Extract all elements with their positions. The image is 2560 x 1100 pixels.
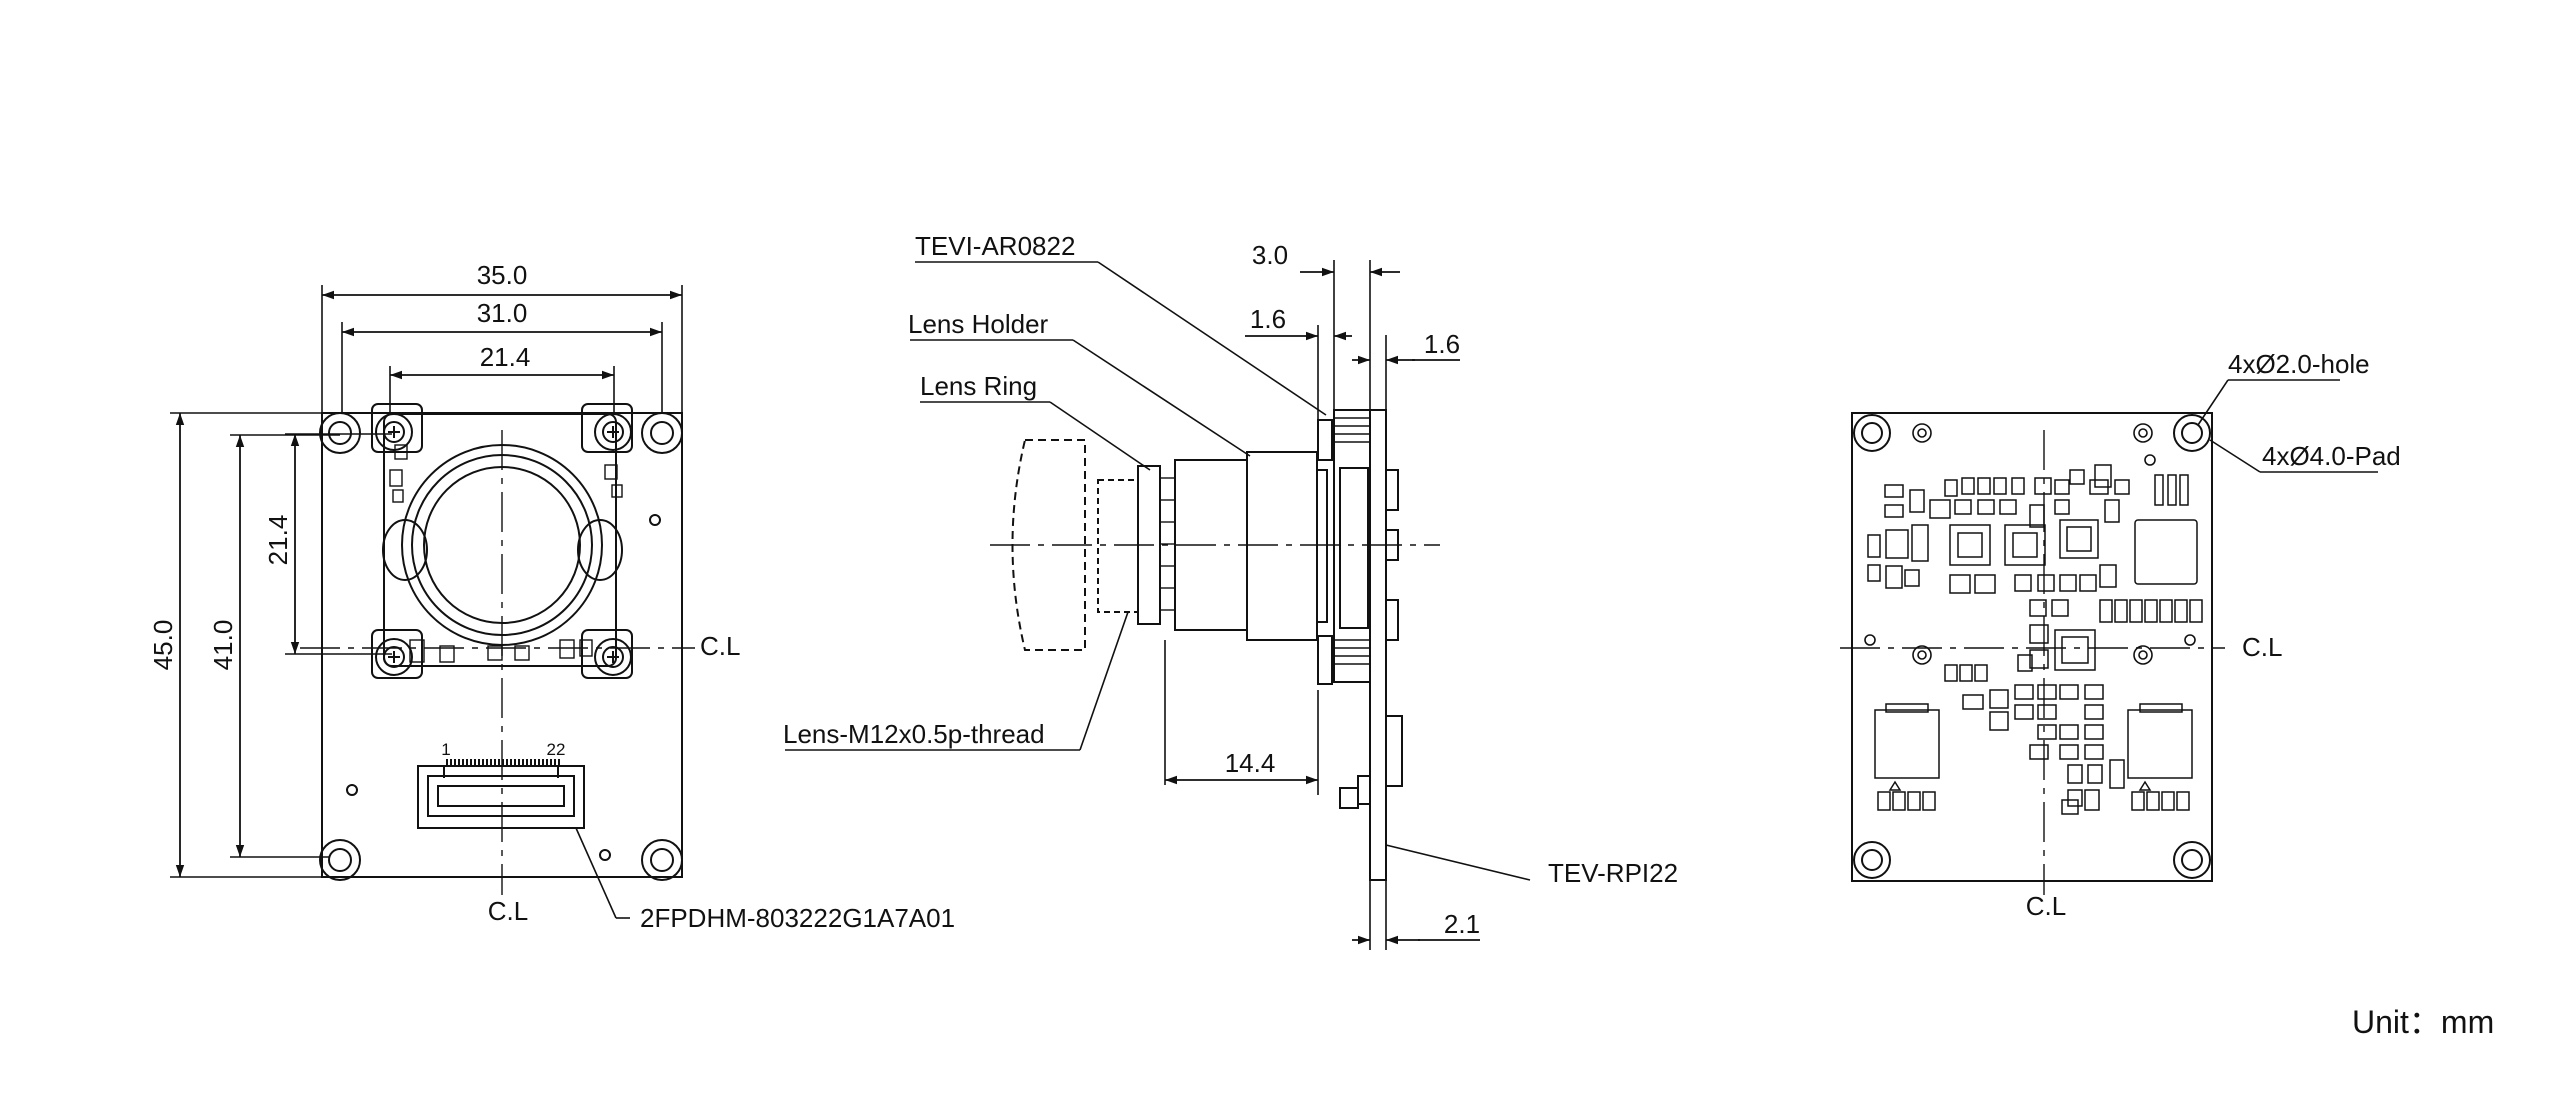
back-cl-vertical: C.L [2026,891,2066,921]
label-pads: 4xØ4.0-Pad [2262,441,2401,471]
label-sensor: TEVI-AR0822 [915,231,1075,261]
dim-height-inner: 21.4 [263,515,293,566]
side-view-labels: TEVI-AR0822 Lens Holder Lens Ring Lens-M… [783,231,1678,939]
side-adapter-board [1369,409,1387,881]
front-dimension-lines [175,290,682,877]
label-lens-holder: Lens Holder [908,309,1049,339]
label-holes: 4xØ2.0-hole [2228,349,2370,379]
front-screws [375,413,632,676]
side-lens-holder [1246,451,1318,641]
dim-width-outer: 35.0 [477,260,528,290]
back-cl-horizontal: C.L [2242,632,2282,662]
connector-part-number: 2FPDHM-803222G1A7A01 [640,903,955,933]
back-leaders [2197,379,2378,473]
side-extension-lines [1164,260,1387,950]
dim-width-inner: 21.4 [480,342,531,372]
back-board-outline [1851,412,2213,882]
dim-top-right: 1.6 [1424,329,1460,359]
dim-bottom-board: 2.1 [1444,909,1480,939]
dim-top-total: 3.0 [1252,240,1288,270]
front-view [170,285,695,919]
label-lens-thread: Lens-M12x0.5p-thread [783,719,1045,749]
label-adapter-board: TEV-RPI22 [1548,858,1678,888]
front-centerlines [300,430,695,895]
dim-height-holes: 41.0 [208,620,238,671]
front-lens-outer [401,444,603,646]
back-view [1840,379,2378,895]
back-mount-holes [1853,414,2211,879]
connector-leader [575,827,617,919]
dim-height-outer: 45.0 [148,620,178,671]
label-lens-ring: Lens Ring [920,371,1037,401]
dim-top-left: 1.6 [1250,304,1286,334]
unit-label: Unit：mm [2352,1004,2494,1040]
front-cl-horizontal: C.L [700,631,740,661]
back-components [1867,464,2203,815]
connector-pin-last: 22 [547,740,566,759]
back-view-labels: 4xØ2.0-hole 4xØ4.0-Pad C.L C.L [2026,349,2401,921]
connector-pin-first: 1 [441,740,450,759]
front-fpc-connector [417,759,585,829]
side-view [785,260,1531,950]
dim-lens-depth: 14.4 [1225,748,1276,778]
side-dimension-lines [1165,267,1480,945]
side-lens-front [1011,439,1086,651]
front-view-labels: 35.0 31.0 21.4 45.0 41.0 21.4 C.L C.L 1 … [148,260,955,933]
front-cl-vertical: C.L [488,896,528,926]
front-extension-lines [170,285,683,878]
front-mount-holes [319,412,683,881]
side-leaders [785,261,1531,881]
dim-width-holes: 31.0 [477,298,528,328]
